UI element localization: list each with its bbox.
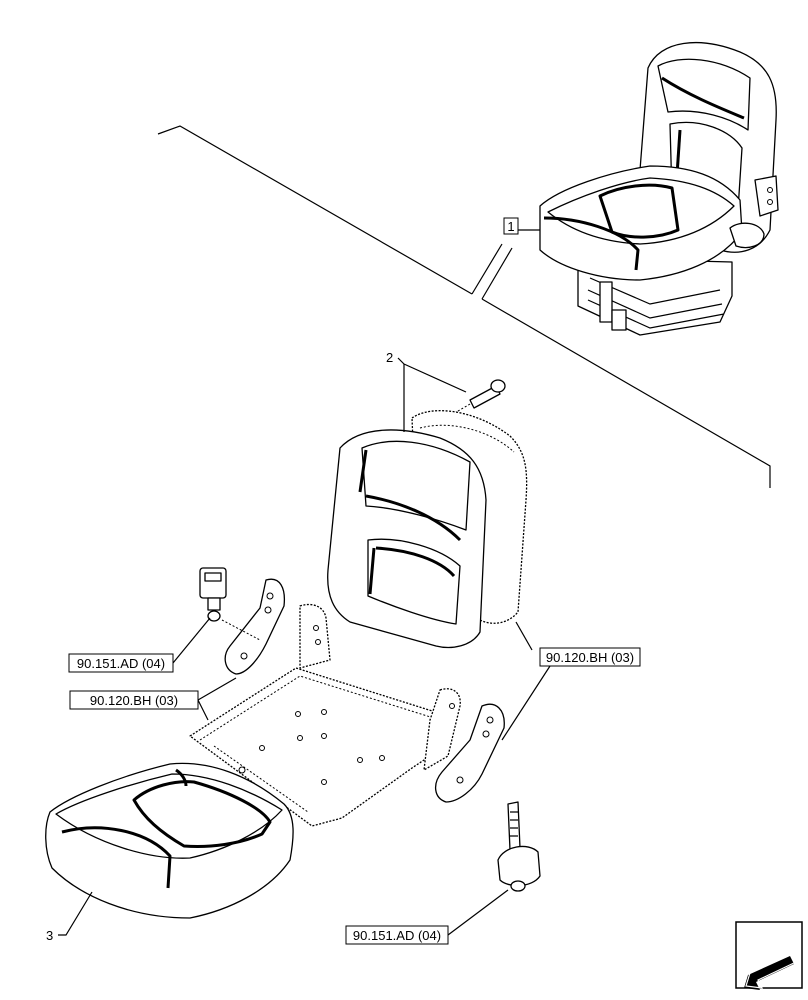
right-bracket-part <box>435 703 505 803</box>
seat-cushion-part <box>45 762 294 919</box>
callout-1-text: 1 <box>507 219 514 234</box>
ref-seatbelt-left-text: 90.151.AD (04) <box>77 656 165 671</box>
arrow-icon[interactable] <box>735 921 803 990</box>
backrest-part <box>327 410 528 649</box>
seat-frame-part <box>189 603 461 827</box>
leader-lines <box>58 229 551 936</box>
assembly-lines <box>157 125 771 488</box>
callout-3-text: 3 <box>46 928 53 943</box>
ref-bracket-left-text: 90.120.BH (03) <box>90 693 178 708</box>
complete-seat-assembly <box>539 42 779 336</box>
callout-item-1: 1 <box>503 217 519 235</box>
callout-2-text: 2 <box>386 350 393 365</box>
ref-bracket-right-text: 90.120.BH (03) <box>546 650 634 665</box>
seatbelt-retractor-right <box>497 801 541 892</box>
bolt-part <box>445 379 506 419</box>
left-bracket-part <box>224 578 286 675</box>
ref-bracket-right[interactable]: 90.120.BH (03) <box>539 647 641 667</box>
ref-seatbelt-right-text: 90.151.AD (04) <box>353 928 441 943</box>
ref-bracket-left[interactable]: 90.120.BH (03) <box>69 690 199 710</box>
seatbelt-buckle-left <box>199 567 261 641</box>
ref-seatbelt-right[interactable]: 90.151.AD (04) <box>345 925 449 945</box>
ref-seatbelt-left[interactable]: 90.151.AD (04) <box>68 653 174 673</box>
